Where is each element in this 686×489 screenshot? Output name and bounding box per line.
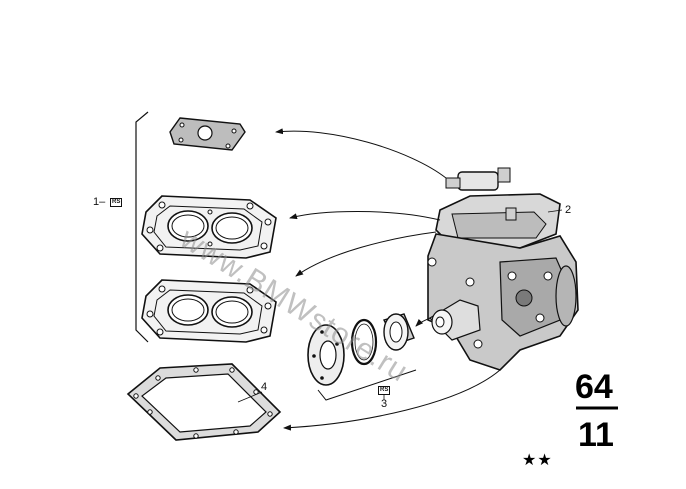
cover-gasket [169, 117, 246, 151]
arrow-to-head-gasket-upper [289, 211, 441, 221]
gasket-set-bracket [135, 111, 149, 343]
group-code-top: 64 [575, 368, 613, 406]
seal-o-ring [350, 318, 378, 366]
nr-badge-3: RS [378, 386, 391, 395]
callout-1: 1– [93, 196, 106, 208]
nr-badge-1: RS [110, 198, 123, 207]
rating-stars: ★★ [522, 450, 553, 469]
arrow-to-base-gasket [283, 369, 501, 431]
callout-leader-2 [547, 209, 563, 213]
arrow-to-seal-set [352, 150, 456, 176]
seal-set-bracket [317, 369, 417, 401]
shaft-seal-flange [307, 324, 345, 386]
group-code-bottom: 11 [578, 416, 614, 454]
head-gasket-upper [141, 195, 277, 259]
callout-3: 3 [381, 398, 388, 410]
arrow-to-seal-flange [336, 250, 436, 310]
callout-leader-4 [237, 391, 263, 403]
arrow-seal-sleeve [415, 317, 431, 327]
compressor-assembly [427, 167, 579, 371]
arrow-to-cover-gasket [275, 128, 447, 179]
seal-sleeve [383, 313, 415, 351]
head-gasket-lower [141, 279, 277, 343]
callout-4: 4 [261, 381, 268, 393]
arrow-to-head-gasket-lower [295, 231, 437, 277]
callout-2: 2 [565, 204, 572, 216]
base-gasket [126, 363, 282, 441]
